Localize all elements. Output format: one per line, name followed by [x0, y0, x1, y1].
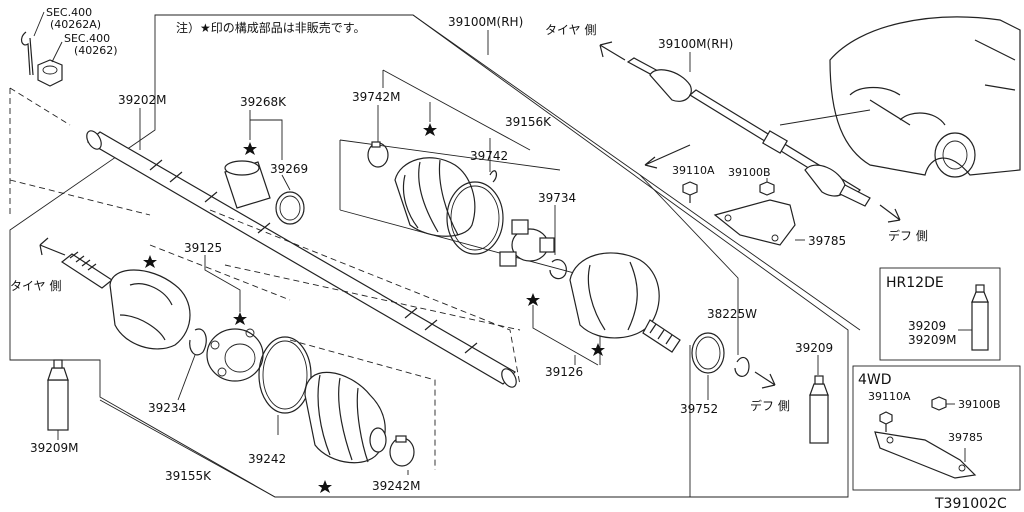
label-39742M: 39742M	[352, 90, 401, 104]
label-tire-side-left: タイヤ 側	[10, 279, 61, 293]
label-diff-side-right: デフ 側	[750, 398, 790, 413]
inner-clamp	[367, 141, 389, 168]
inner-joint-housing	[569, 252, 681, 353]
grease-tube	[971, 284, 989, 351]
vehicle-outline-icon	[829, 16, 1021, 178]
label-39100M-main: 39100M(RH)	[448, 15, 523, 29]
label-39269: 39269	[270, 162, 308, 176]
support-bracket	[713, 199, 796, 246]
circlip	[189, 328, 207, 356]
direction-arrow-icon	[754, 371, 776, 389]
star-marker-icon	[423, 123, 437, 136]
bolt-icon	[879, 411, 893, 432]
inner-band	[446, 181, 504, 255]
wheel-nut-icon	[37, 59, 63, 87]
direction-arrow-icon	[599, 41, 626, 61]
label-sec400a-1: SEC.400	[46, 6, 92, 19]
star-marker-icon	[243, 142, 257, 155]
label-39100B: 39100B	[728, 166, 771, 179]
diagram-code: T391002C	[934, 496, 1007, 512]
label-39156K: 39156K	[505, 115, 552, 129]
label-39209M-left: 39209M	[30, 441, 79, 455]
label-tire-side-top: タイヤ 側	[545, 23, 596, 37]
label-39155K: 39155K	[165, 469, 212, 483]
cotter-pin-icon	[20, 31, 34, 76]
label-39100B-4wd: 39100B	[958, 398, 1001, 411]
star-marker-icon	[591, 343, 605, 356]
star-marker-icon	[318, 480, 332, 493]
label-39209-hr: 39209	[908, 319, 946, 333]
label-hr12de: HR12DE	[886, 275, 944, 291]
grease-tube	[809, 375, 829, 444]
label-39242: 39242	[248, 452, 286, 466]
dynamic-damper	[224, 160, 271, 209]
label-39734: 39734	[538, 191, 576, 205]
tripod-spider	[499, 219, 555, 267]
label-sec400-2: (40262)	[74, 44, 118, 57]
nut-icon	[931, 396, 947, 411]
label-39100M-inset: 39100M(RH)	[658, 37, 733, 51]
label-39242M: 39242M	[372, 479, 421, 493]
fwd-box	[852, 365, 1021, 491]
direction-arrow-icon	[39, 237, 66, 256]
inner-boot	[394, 157, 476, 237]
label-39125: 39125	[184, 241, 222, 255]
label-39268K: 39268K	[240, 95, 287, 109]
assembly-frame	[9, 14, 849, 498]
snap-ring	[549, 259, 567, 280]
label-39209M-hr: 39209M	[908, 333, 957, 347]
outer-cv-joint	[60, 251, 191, 350]
label-39202M: 39202M	[118, 93, 167, 107]
support-bracket	[874, 431, 977, 479]
label-39742: 39742	[470, 149, 508, 163]
note-text: 注）★印の構成部品は非販売です。	[176, 20, 366, 35]
damper-band	[275, 191, 305, 225]
label-38225W: 38225W	[707, 307, 757, 321]
boot-clamp	[389, 435, 415, 467]
label-diff-side-bottom: デフ 側	[888, 228, 928, 243]
grease-tube	[47, 359, 69, 431]
drive-shaft	[86, 130, 517, 388]
label-39785-4wd: 39785	[948, 431, 983, 444]
label-39126: 39126	[545, 365, 583, 379]
star-marker-icon	[233, 312, 247, 325]
label-sec400a-2: (40262A)	[50, 18, 101, 31]
cage-ball-assembly	[206, 328, 264, 382]
label-39110A-4wd: 39110A	[868, 390, 911, 403]
hr12de-box	[879, 267, 1001, 361]
bolt-icon	[682, 181, 698, 203]
label-4wd: 4WD	[858, 372, 892, 388]
star-marker-icon	[143, 255, 157, 268]
boot-band	[258, 336, 312, 414]
direction-arrow-icon	[644, 144, 691, 169]
assembled-shaft	[626, 57, 871, 207]
nut-icon	[759, 181, 775, 196]
label-sec400-1: SEC.400	[64, 32, 110, 45]
label-39752: 39752	[680, 402, 718, 416]
star-marker-icon	[526, 293, 540, 306]
label-39785: 39785	[808, 234, 846, 248]
label-39110A: 39110A	[672, 164, 715, 177]
label-39234: 39234	[148, 401, 186, 415]
direction-arrow-icon	[879, 204, 901, 223]
dust-seal	[691, 332, 725, 374]
label-39209-right: 39209	[795, 341, 833, 355]
boot	[304, 371, 387, 464]
circlip-diff	[734, 357, 750, 377]
